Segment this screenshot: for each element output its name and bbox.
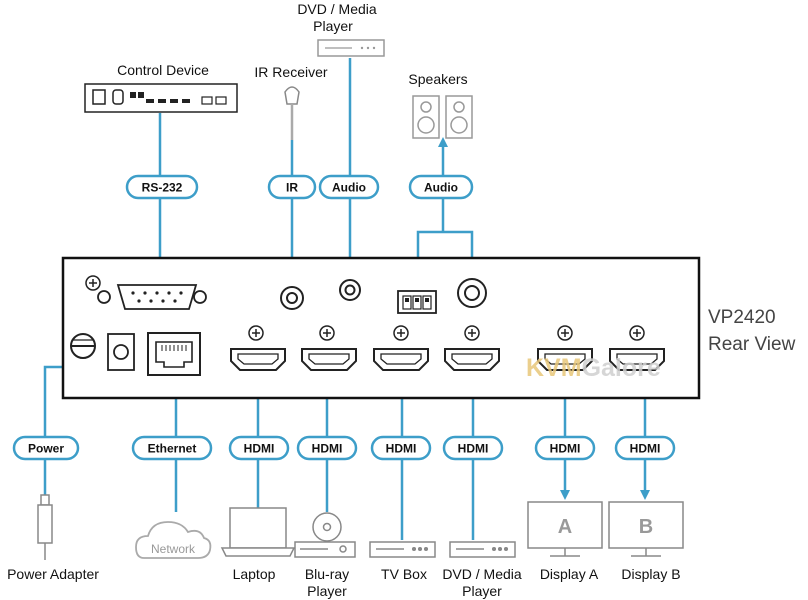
audio-out-port — [457, 278, 487, 308]
svg-text:RS-232: RS-232 — [142, 181, 183, 195]
watermark-part1: KVM — [526, 354, 582, 382]
svg-text:HDMI: HDMI — [550, 442, 581, 456]
ethernet-port — [147, 332, 201, 376]
power-jack — [107, 333, 135, 371]
dvd-bottom-label-line1: DVD / Media — [442, 566, 522, 582]
pill-hdmi-tvbox: HDMI — [370, 435, 432, 461]
pill-audio-out: Audio — [408, 174, 474, 200]
dvd-player-bottom-icon — [449, 541, 516, 558]
dvd-top-label-line1: DVD / Media — [297, 1, 377, 17]
pill-hdmi-display-b: HDMI — [614, 435, 676, 461]
hdmi-in-1-port — [230, 348, 286, 371]
network-label: Network — [151, 542, 196, 556]
watermark: KVMGalore — [526, 354, 661, 382]
power-switch — [70, 333, 96, 359]
hdmi-in-4-port — [444, 348, 500, 371]
tvbox-icon — [369, 541, 436, 558]
ir-receiver-icon — [284, 86, 300, 140]
panel-screws — [85, 275, 645, 341]
audio-terminal-block — [397, 290, 437, 314]
bluray-player-icon — [294, 512, 356, 558]
svg-text:HDMI: HDMI — [386, 442, 417, 456]
pill-power: Power — [12, 435, 80, 461]
svg-text:Power: Power — [28, 442, 64, 456]
power-adapter-label: Power Adapter — [7, 566, 99, 582]
display-b-label: Display B — [621, 566, 680, 582]
power-adapter-icon — [37, 494, 53, 560]
pill-rs232: RS-232 — [125, 174, 199, 200]
tvbox-label: TV Box — [381, 566, 427, 582]
dvd-top-label-line2: Player — [313, 18, 353, 34]
device-view-label: Rear View — [708, 334, 796, 355]
network-cloud-icon: Network — [135, 521, 212, 559]
screw — [248, 325, 264, 341]
laptop-icon — [220, 507, 296, 557]
svg-text:HDMI: HDMI — [244, 442, 275, 456]
rs232-port — [97, 284, 207, 310]
pill-ethernet: Ethernet — [131, 435, 213, 461]
svg-text:Audio: Audio — [424, 181, 458, 195]
dvd-bottom-label-line2: Player — [462, 583, 502, 599]
bluray-label-line1: Blu-ray — [305, 566, 349, 582]
hdmi-in-2-port — [301, 348, 357, 371]
control-device-icon — [84, 83, 238, 113]
pill-ir: IR — [267, 174, 317, 200]
control-device-label: Control Device — [117, 62, 209, 78]
display-a-label: Display A — [540, 566, 599, 582]
display-b-icon: B — [608, 501, 684, 557]
hdmi-out-b-port — [609, 348, 665, 371]
dvd-player-top-icon — [317, 39, 385, 57]
pill-audio-in: Audio — [318, 174, 380, 200]
screw — [319, 325, 335, 341]
hdmi-out-a-port — [537, 348, 593, 371]
display-b-letter: B — [639, 516, 653, 538]
laptop-label: Laptop — [233, 566, 276, 582]
bluray-label-line2: Player — [307, 583, 347, 599]
svg-text:Audio: Audio — [332, 181, 366, 195]
ir-port — [280, 286, 304, 310]
svg-text:IR: IR — [286, 181, 298, 195]
svg-text:HDMI: HDMI — [630, 442, 661, 456]
speakers-label: Speakers — [408, 71, 467, 87]
watermark-part2: Galore — [582, 354, 661, 382]
screw — [85, 275, 101, 291]
pill-hdmi-bluray: HDMI — [296, 435, 358, 461]
audio-in-port — [339, 279, 361, 301]
device-model-label: VP2420 — [708, 307, 776, 328]
pill-hdmi-display-a: HDMI — [534, 435, 596, 461]
ir-receiver-label: IR Receiver — [254, 64, 327, 80]
screw — [393, 325, 409, 341]
hdmi-in-3-port — [373, 348, 429, 371]
hdmi-ports — [230, 348, 665, 371]
display-a-icon: A — [527, 501, 603, 557]
pill-hdmi-laptop: HDMI — [228, 435, 290, 461]
pill-hdmi-dvd: HDMI — [442, 435, 504, 461]
speakers-icon — [412, 95, 473, 139]
screw — [557, 325, 573, 341]
screw — [464, 325, 480, 341]
svg-text:HDMI: HDMI — [458, 442, 489, 456]
display-a-letter: A — [558, 516, 572, 538]
svg-text:HDMI: HDMI — [312, 442, 343, 456]
screw — [629, 325, 645, 341]
svg-text:Ethernet: Ethernet — [148, 442, 197, 456]
